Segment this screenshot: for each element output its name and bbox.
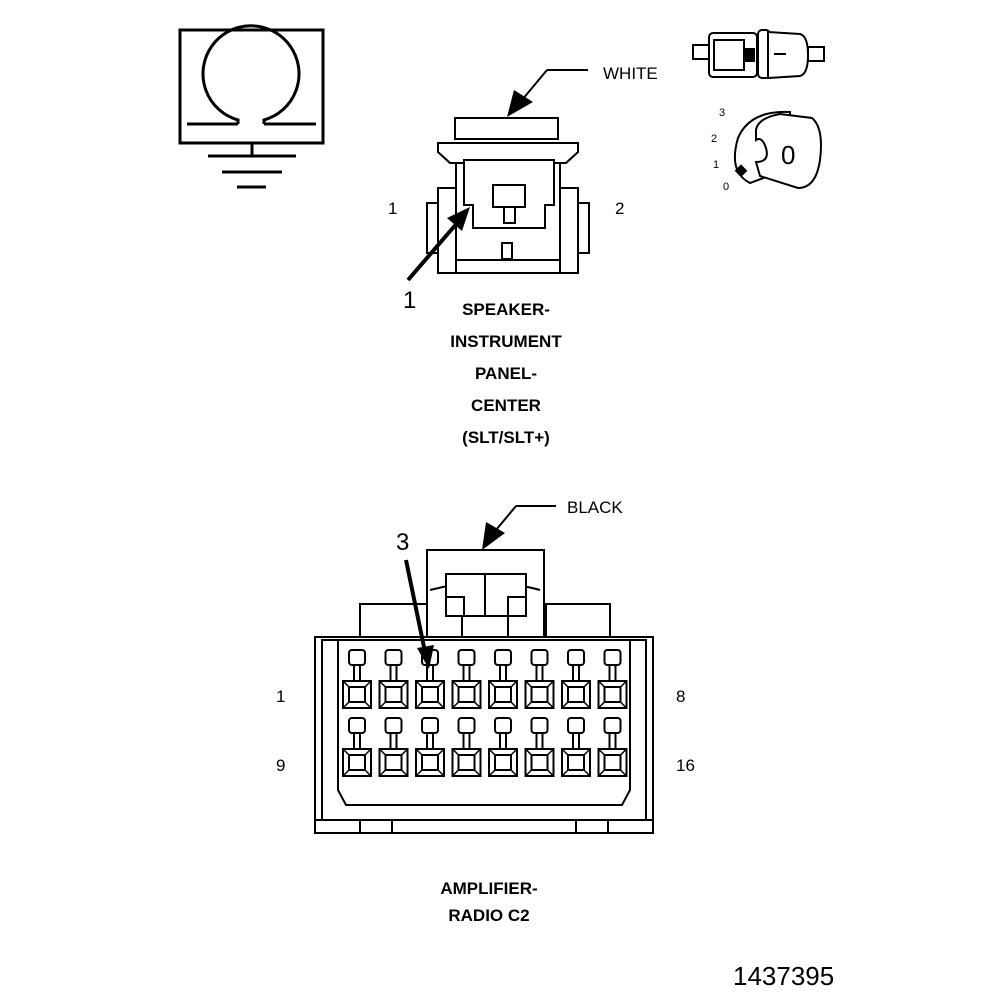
speaker-connector-title: SPEAKER- INSTRUMENT PANEL- CENTER (SLT/S… — [450, 300, 562, 447]
amplifier-title-line-1: AMPLIFIER- — [440, 879, 537, 898]
black-label-arrowhead — [482, 522, 505, 550]
black-color-label: BLACK — [567, 498, 623, 517]
white-label-arrowhead — [507, 90, 533, 117]
switch-position-3: 3 — [719, 107, 725, 119]
amplifier-connector — [314, 549, 654, 834]
speaker-title-line-5: (SLT/SLT+) — [462, 428, 550, 447]
ohmmeter-icon — [178, 24, 325, 155]
amp-pin-8-label: 8 — [676, 687, 685, 706]
amp-pin-9-label: 9 — [276, 756, 285, 775]
terminal-cavity-10 — [378, 717, 409, 777]
speaker-title-line-2: INSTRUMENT — [450, 332, 562, 351]
terminal-cavity-4 — [451, 649, 482, 709]
callout-1-arrowhead — [447, 207, 470, 231]
terminal-cavity-5 — [488, 649, 518, 709]
ignition-switch-icon — [692, 29, 825, 190]
callout-3-arrowhead — [417, 645, 434, 669]
terminal-cavity-14 — [524, 717, 555, 777]
callout-3-arrow-shaft — [404, 559, 427, 653]
amplifier-title-line-2: RADIO C2 — [448, 906, 529, 925]
switch-position-0: 0 — [723, 181, 729, 193]
amplifier-pin-cavities — [342, 649, 628, 777]
terminal-cavity-2 — [378, 649, 409, 709]
terminal-cavity-6 — [524, 649, 555, 709]
ignition-key-label: 0 — [781, 140, 795, 170]
speaker-pin-2-label: 2 — [615, 199, 624, 218]
white-label-leader — [521, 69, 588, 101]
terminal-cavity-12 — [451, 717, 482, 777]
speaker-callout-number: 1 — [403, 287, 416, 314]
black-label-leader — [495, 505, 556, 531]
terminal-cavity-11 — [415, 717, 445, 777]
amp-pin-16-label: 16 — [676, 756, 695, 775]
speaker-connector — [426, 117, 590, 274]
speaker-title-line-1: SPEAKER- — [462, 300, 550, 319]
terminal-cavity-8 — [597, 649, 628, 709]
terminal-cavity-1 — [342, 649, 372, 709]
callout-1-arrow-shaft — [406, 220, 460, 282]
speaker-pin-1-label: 1 — [388, 199, 397, 218]
figure-number: 1437395 — [733, 961, 834, 991]
terminal-cavity-16 — [597, 717, 628, 777]
amplifier-callout-number: 3 — [396, 529, 409, 556]
terminal-cavity-7 — [561, 649, 591, 709]
speaker-title-line-4: CENTER — [471, 396, 541, 415]
terminal-cavity-15 — [561, 717, 591, 777]
amp-pin-1-label: 1 — [276, 687, 285, 706]
ground-icon — [208, 154, 296, 189]
white-color-label: WHITE — [603, 64, 658, 83]
speaker-title-line-3: PANEL- — [475, 364, 537, 383]
switch-position-1: 1 — [713, 159, 719, 171]
terminal-cavity-13 — [488, 717, 518, 777]
terminal-cavity-9 — [342, 717, 372, 777]
switch-position-2: 2 — [711, 133, 717, 145]
amplifier-connector-title: AMPLIFIER- RADIO C2 — [440, 879, 537, 925]
